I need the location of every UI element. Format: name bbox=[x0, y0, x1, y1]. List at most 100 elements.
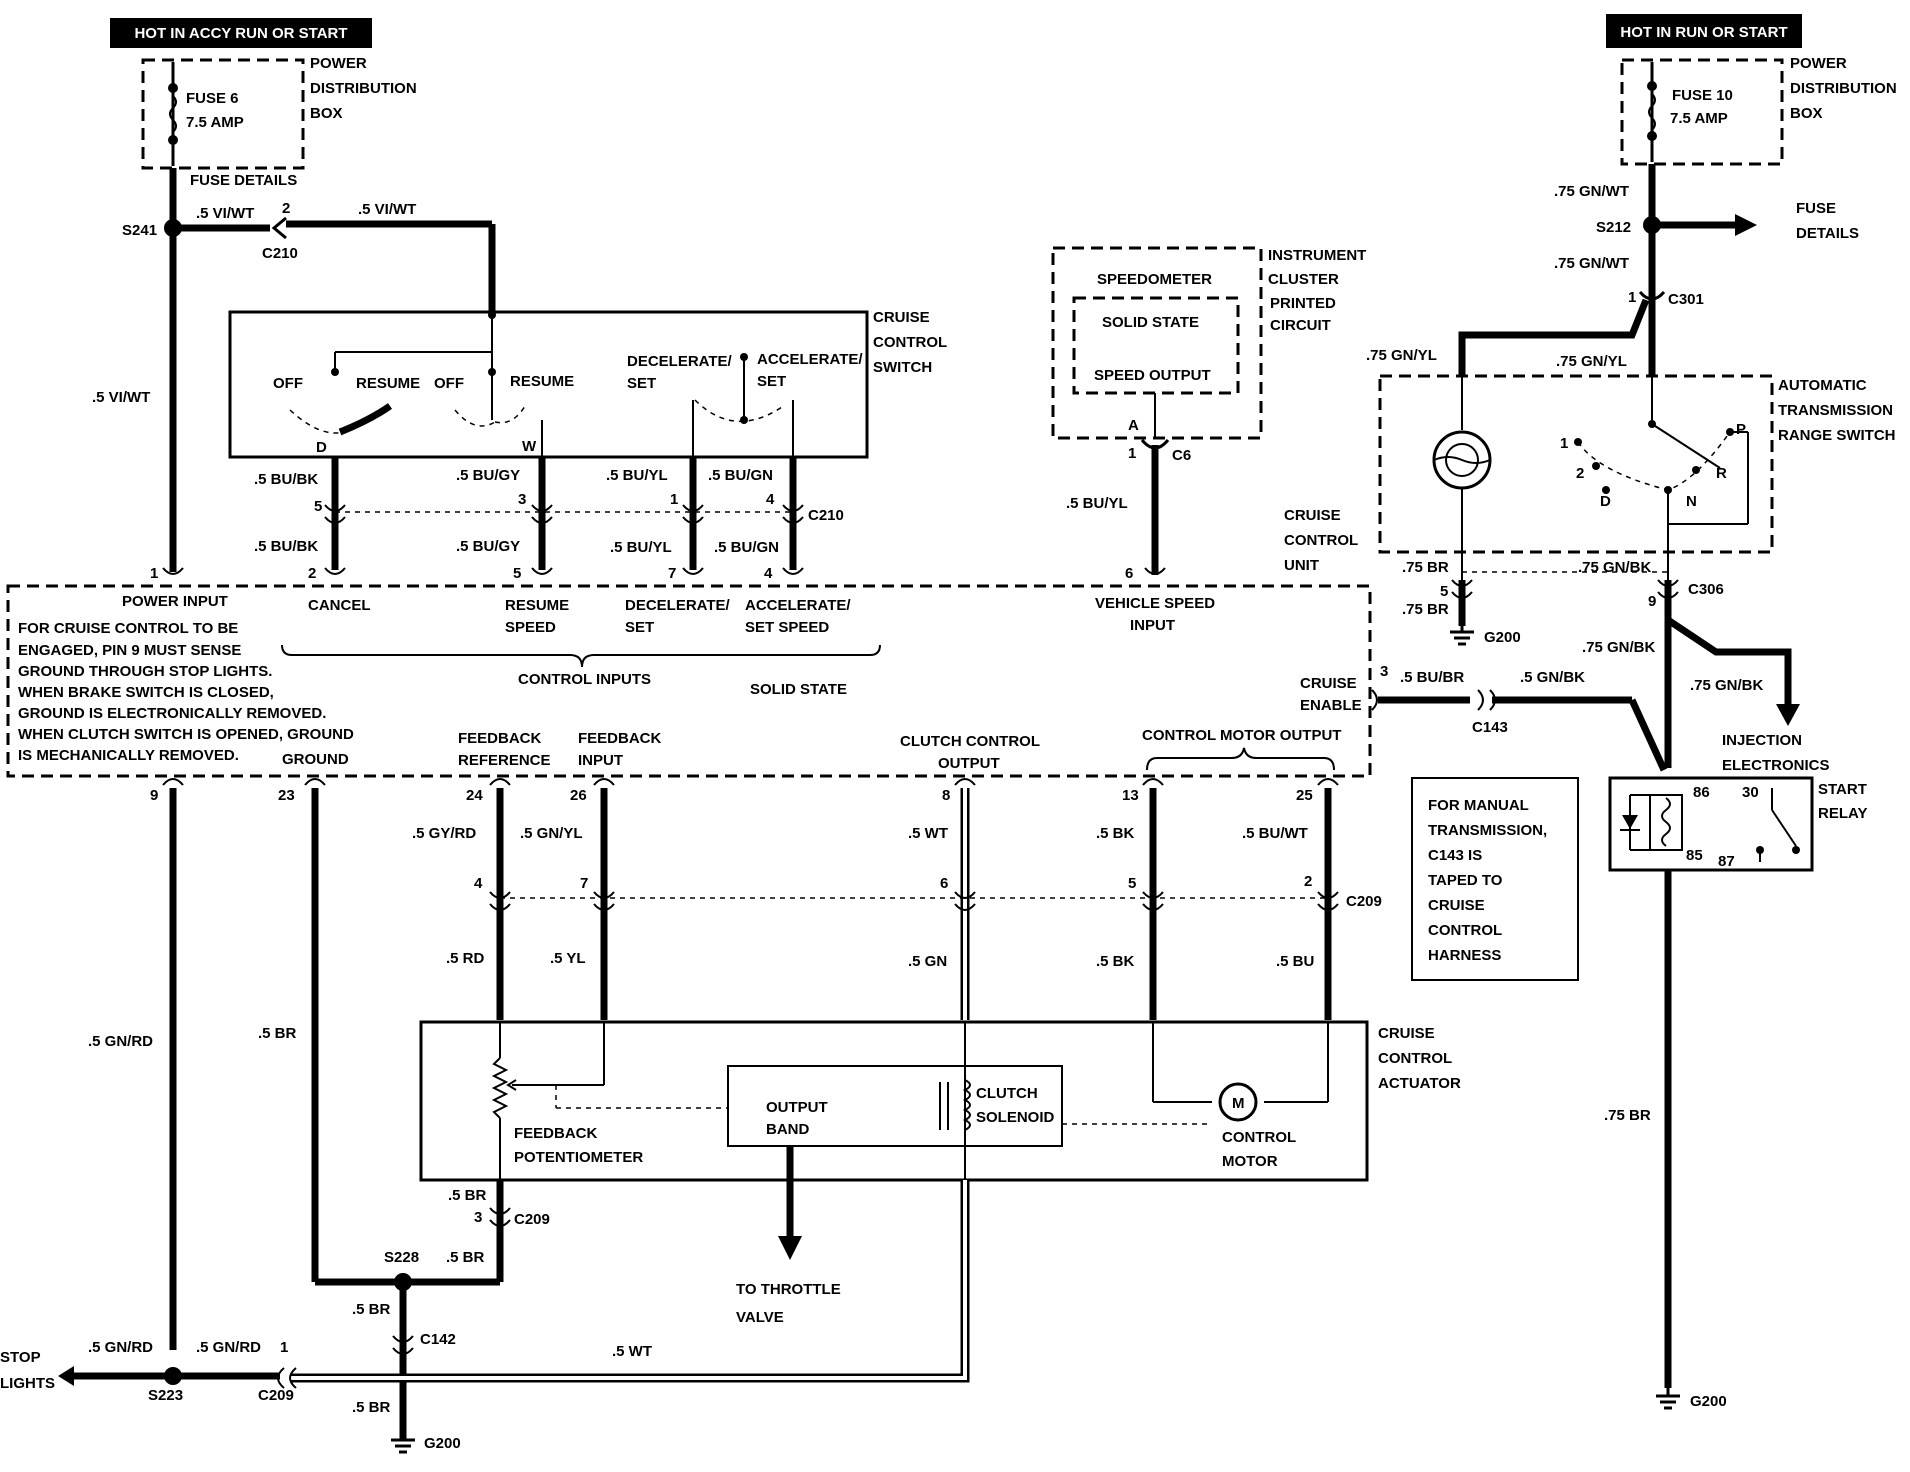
printed-circuit-2: CIRCUIT bbox=[1270, 317, 1331, 334]
wire-gn-rd-a: .5 GN/RD bbox=[88, 1339, 153, 1356]
fuse-10-amp: 7.5 AMP bbox=[1670, 110, 1728, 127]
unit-pin-4: 4 bbox=[764, 565, 773, 582]
c210-top-label: C210 bbox=[262, 245, 298, 262]
manual-note-7: HARNESS bbox=[1428, 947, 1501, 964]
wire-bu-br: .5 BU/BR bbox=[1400, 669, 1464, 686]
wire-br-a: .75 BR bbox=[1402, 559, 1449, 576]
unit-pin-26: 26 bbox=[570, 787, 587, 804]
start-relay-box bbox=[1608, 776, 1814, 872]
wire-br-c142a: .5 BR bbox=[352, 1301, 391, 1318]
wire-bu-wt: .5 BU/WT bbox=[1242, 825, 1308, 842]
actuator-box bbox=[419, 1020, 1369, 1182]
relay-pin-86: 86 bbox=[1693, 784, 1710, 801]
instrument-cluster-box bbox=[1051, 246, 1263, 440]
fuse-6-amp: 7.5 AMP bbox=[186, 114, 244, 131]
c301-label: C301 bbox=[1668, 291, 1704, 308]
wire-gn-yl-b: .75 GN/YL bbox=[1556, 353, 1627, 370]
range-switch-title-1: AUTOMATIC bbox=[1778, 377, 1867, 394]
left-box-title-3: BOX bbox=[310, 105, 343, 122]
range-pos-d: D bbox=[1600, 493, 1611, 510]
switch-d: D bbox=[316, 439, 327, 456]
control-motor-1: CONTROL bbox=[1222, 1129, 1296, 1146]
cruise-switch-title-1: CRUISE bbox=[873, 309, 930, 326]
unit-clutch-out-2: OUTPUT bbox=[938, 755, 1000, 772]
motor-m: M bbox=[1232, 1095, 1245, 1112]
unit-input-connectors bbox=[162, 567, 1166, 575]
wire-bu-yl-a: .5 BU/YL bbox=[606, 467, 668, 484]
range-pos-n: N bbox=[1686, 493, 1697, 510]
unit-pin-25: 25 bbox=[1296, 787, 1313, 804]
c209-bottom-label: C209 bbox=[514, 1211, 550, 1228]
clutch-solenoid-1: CLUTCH bbox=[976, 1085, 1038, 1102]
cruise-switch-box bbox=[228, 310, 869, 459]
unit-vehicle-speed-2: INPUT bbox=[1130, 617, 1175, 634]
unit-pin-3: 3 bbox=[1380, 663, 1388, 680]
range-switch-title-3: RANGE SWITCH bbox=[1778, 427, 1896, 444]
wire-br-c142b: .5 BR bbox=[352, 1399, 391, 1416]
unit-decel-2: SET bbox=[625, 619, 654, 636]
fuse-6-symbol bbox=[169, 95, 177, 133]
wire-gn-rd-b: .5 GN/RD bbox=[196, 1339, 261, 1356]
unit-output-wires: 9 23 24 26 8 13 25 .5 GN/RD .5 BR .5 GY/… bbox=[88, 778, 1382, 1350]
unit-solid-state: SOLID STATE bbox=[750, 681, 847, 698]
range-switch-title-2: TRANSMISSION bbox=[1778, 402, 1893, 419]
start-relay: 86 30 85 87 START RELAY .75 BR G200 bbox=[1604, 776, 1867, 1410]
unit-cruise-enable-2: ENABLE bbox=[1300, 697, 1362, 714]
left-fuse-details: FUSE DETAILS bbox=[190, 172, 297, 189]
unit-pin-8: 8 bbox=[942, 787, 950, 804]
control-inputs-brace bbox=[281, 644, 881, 668]
wire-gn-wt-b: .75 GN/WT bbox=[1554, 255, 1629, 272]
manual-note-box bbox=[1411, 777, 1579, 981]
c209-pin-5: 5 bbox=[1128, 875, 1136, 892]
right-power-section: HOT IN RUN OR START FUSE 10 7.5 AMP POWE… bbox=[1366, 14, 1897, 376]
left-box-title-1: POWER bbox=[310, 55, 367, 72]
unit-title-2: CONTROL bbox=[1284, 532, 1358, 549]
cruise-switch-title-3: SWITCH bbox=[873, 359, 932, 376]
throttle-arrow bbox=[778, 1236, 802, 1260]
range-pos-p: P bbox=[1736, 421, 1746, 438]
cruise-control-actuator: CRUISE CONTROL ACTUATOR FEEDBACK POTENTI… bbox=[419, 1020, 1461, 1326]
range-switch-box bbox=[1378, 374, 1774, 554]
wire-bu-gy-a: .5 BU/GY bbox=[456, 467, 520, 484]
unit-pin-13: 13 bbox=[1122, 787, 1139, 804]
c209-pin-1: 1 bbox=[280, 1339, 288, 1356]
range-pos-1: 1 bbox=[1560, 435, 1568, 452]
c209-bottom2-label: C209 bbox=[258, 1387, 294, 1404]
c143-enable-wire: 3 .5 BU/BR .5 GN/BK C143 bbox=[1371, 663, 1668, 772]
c142-label: C142 bbox=[420, 1331, 456, 1348]
right-box-title-1: POWER bbox=[1790, 55, 1847, 72]
manual-note-4: TAPED TO bbox=[1428, 872, 1503, 889]
wire-wt: .5 WT bbox=[908, 825, 948, 842]
unit-power-input: POWER INPUT bbox=[122, 593, 228, 610]
wire-rd: .5 RD bbox=[446, 950, 485, 967]
c209-pin-4: 4 bbox=[474, 875, 483, 892]
g200-label-a: G200 bbox=[1484, 629, 1521, 646]
relay-pin-30: 30 bbox=[1742, 784, 1759, 801]
wire-br-right: .75 BR bbox=[1604, 1107, 1651, 1124]
c306-pin-5: 5 bbox=[1440, 583, 1448, 600]
c301-pin-1: 1 bbox=[1628, 289, 1636, 306]
unit-pin-1: 1 bbox=[150, 565, 158, 582]
potentiometer-symbol bbox=[491, 1057, 509, 1119]
switch-off-1: OFF bbox=[273, 375, 303, 392]
wire-bu-bk-b: .5 BU/BK bbox=[254, 538, 318, 555]
range-switch-lever bbox=[1651, 423, 1721, 469]
unit-note-4: WHEN BRAKE SWITCH IS CLOSED, bbox=[18, 684, 274, 701]
c209-pin-6: 6 bbox=[940, 875, 948, 892]
printed-circuit-1: PRINTED bbox=[1270, 295, 1336, 312]
solid-state-label: SOLID STATE bbox=[1102, 314, 1199, 331]
transmission-range-switch: AUTOMATIC TRANSMISSION RANGE SWITCH 1 2 … bbox=[1378, 374, 1896, 580]
switch-wires: .5 BU/BK .5 BU/GY .5 BU/YL .5 BU/GN 5 3 … bbox=[150, 457, 844, 582]
instrument-title-1: INSTRUMENT bbox=[1268, 247, 1366, 264]
output-band-box bbox=[727, 1065, 1063, 1147]
wire-gn-bk-c: .75 GN/BK bbox=[1690, 677, 1764, 694]
control-motor-2: MOTOR bbox=[1222, 1153, 1278, 1170]
motor-output-brace bbox=[1146, 747, 1335, 771]
c210-pin-connector bbox=[271, 216, 287, 240]
speedometer-pin-a: A bbox=[1128, 417, 1139, 434]
unit-note-7: IS MECHANICALLY REMOVED. bbox=[18, 747, 239, 764]
wire-bu: .5 BU bbox=[1276, 953, 1314, 970]
c210-pin-4: 4 bbox=[766, 491, 775, 508]
actuator-title-3: ACTUATOR bbox=[1378, 1075, 1461, 1092]
right-box-title-3: BOX bbox=[1790, 105, 1823, 122]
